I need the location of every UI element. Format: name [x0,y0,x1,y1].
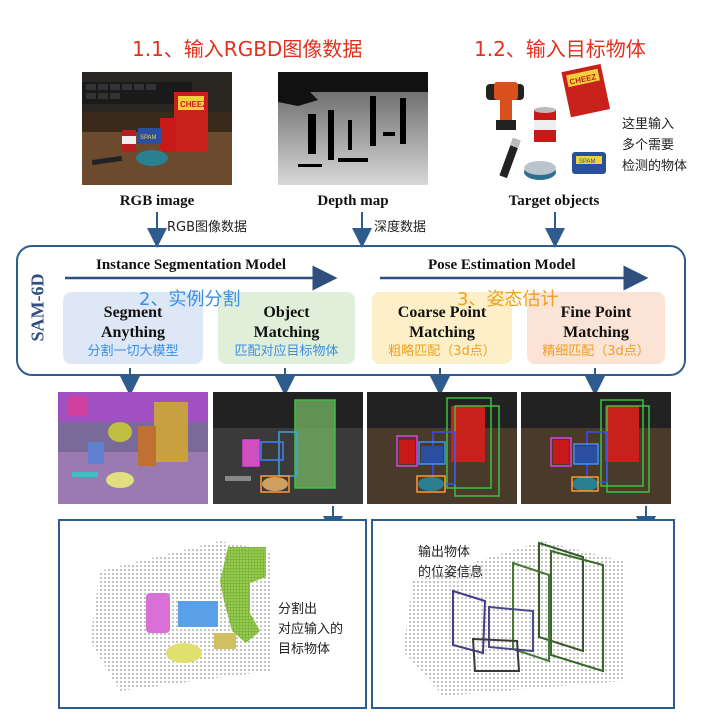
module-object-matching: Object Matching 匹配对应目标物体 [218,292,355,364]
target-note-line3: 检测的物体 [622,159,688,174]
module-subtitle: 匹配对应目标物体 [234,344,339,359]
module-fine-point-matching: Fine Point Matching 精细匹配（3d点） [527,292,665,364]
depth-caption: Depth map [317,193,389,209]
segmentation-mask-image [58,392,208,504]
sam6d-frame [16,245,686,376]
title-input-rgbd: 1.1、输入RGBD图像数据 [132,37,363,61]
module-subtitle: 分割一切大模型 [87,344,179,359]
coarse-pose-image [367,392,517,504]
depth-map-image [278,72,428,185]
module-title-line2: Matching [409,324,475,341]
marker-icon [499,137,521,179]
fine-pose-image [521,392,671,504]
rgb-image: CHEEZ SPAM [82,72,232,185]
soup-can-icon [534,107,556,142]
segmented-point-cloud-panel [58,519,367,709]
rgb-note: RGB图像数据 [167,220,248,235]
target-note-line1: 这里输入 [622,117,675,132]
module-title-line2: Anything [100,324,166,341]
tuna-can-icon [524,161,556,180]
pose-point-cloud [403,541,623,696]
object-matching-image [213,392,363,504]
module-coarse-point-matching: Coarse Point Matching 粗略匹配（3d点） [372,292,512,364]
module-title-line2: Matching [253,324,320,341]
pose-point-cloud-panel [371,519,675,709]
module-segment-anything: Segment Anything 分割一切大模型 [63,292,203,364]
target-note-line2: 多个需要 [622,138,675,153]
svg-text:CHEEZ: CHEEZ [180,100,207,109]
segmented-point-cloud [90,541,270,691]
seg-note-line2: 对应输入的 [278,622,344,637]
pose-note-line2: 的位姿信息 [418,565,484,580]
module-title-line2: Matching [563,324,629,341]
seg-note-line1: 分割出 [278,602,318,617]
drill-icon [486,82,524,130]
module-title-line1: Fine Point [560,304,632,321]
cracker-box-icon: CHEEZ [561,63,611,118]
module-subtitle: 精细匹配（3d点） [542,344,650,359]
module-title-line1: Segment [103,304,163,321]
rgb-caption: RGB image [119,193,195,209]
pose-note-line1: 输出物体 [418,545,471,560]
svg-text:SPAM: SPAM [140,135,157,141]
step2-label: 2、实例分割 [139,289,241,310]
module-title-line1: Object [263,304,310,321]
module-title-line1: Coarse Point [397,304,487,321]
target-caption: Target objects [508,193,600,209]
pose-est-label: Pose Estimation Model [428,257,576,273]
title-input-objects: 1.2、输入目标物体 [474,37,646,61]
target-objects-image: CHEEZ SPAM [484,63,624,190]
module-subtitle: 粗略匹配（3d点） [388,344,496,359]
seg-note-line3: 目标物体 [278,642,331,657]
svg-text:SPAM: SPAM [579,159,596,165]
instance-seg-label: Instance Segmentation Model [96,257,286,273]
step3-label: 3、姿态估计 [457,289,559,310]
spam-can-icon: SPAM [572,152,606,174]
sam6d-label: SAM-6D [27,273,48,342]
depth-note: 深度数据 [374,220,427,235]
